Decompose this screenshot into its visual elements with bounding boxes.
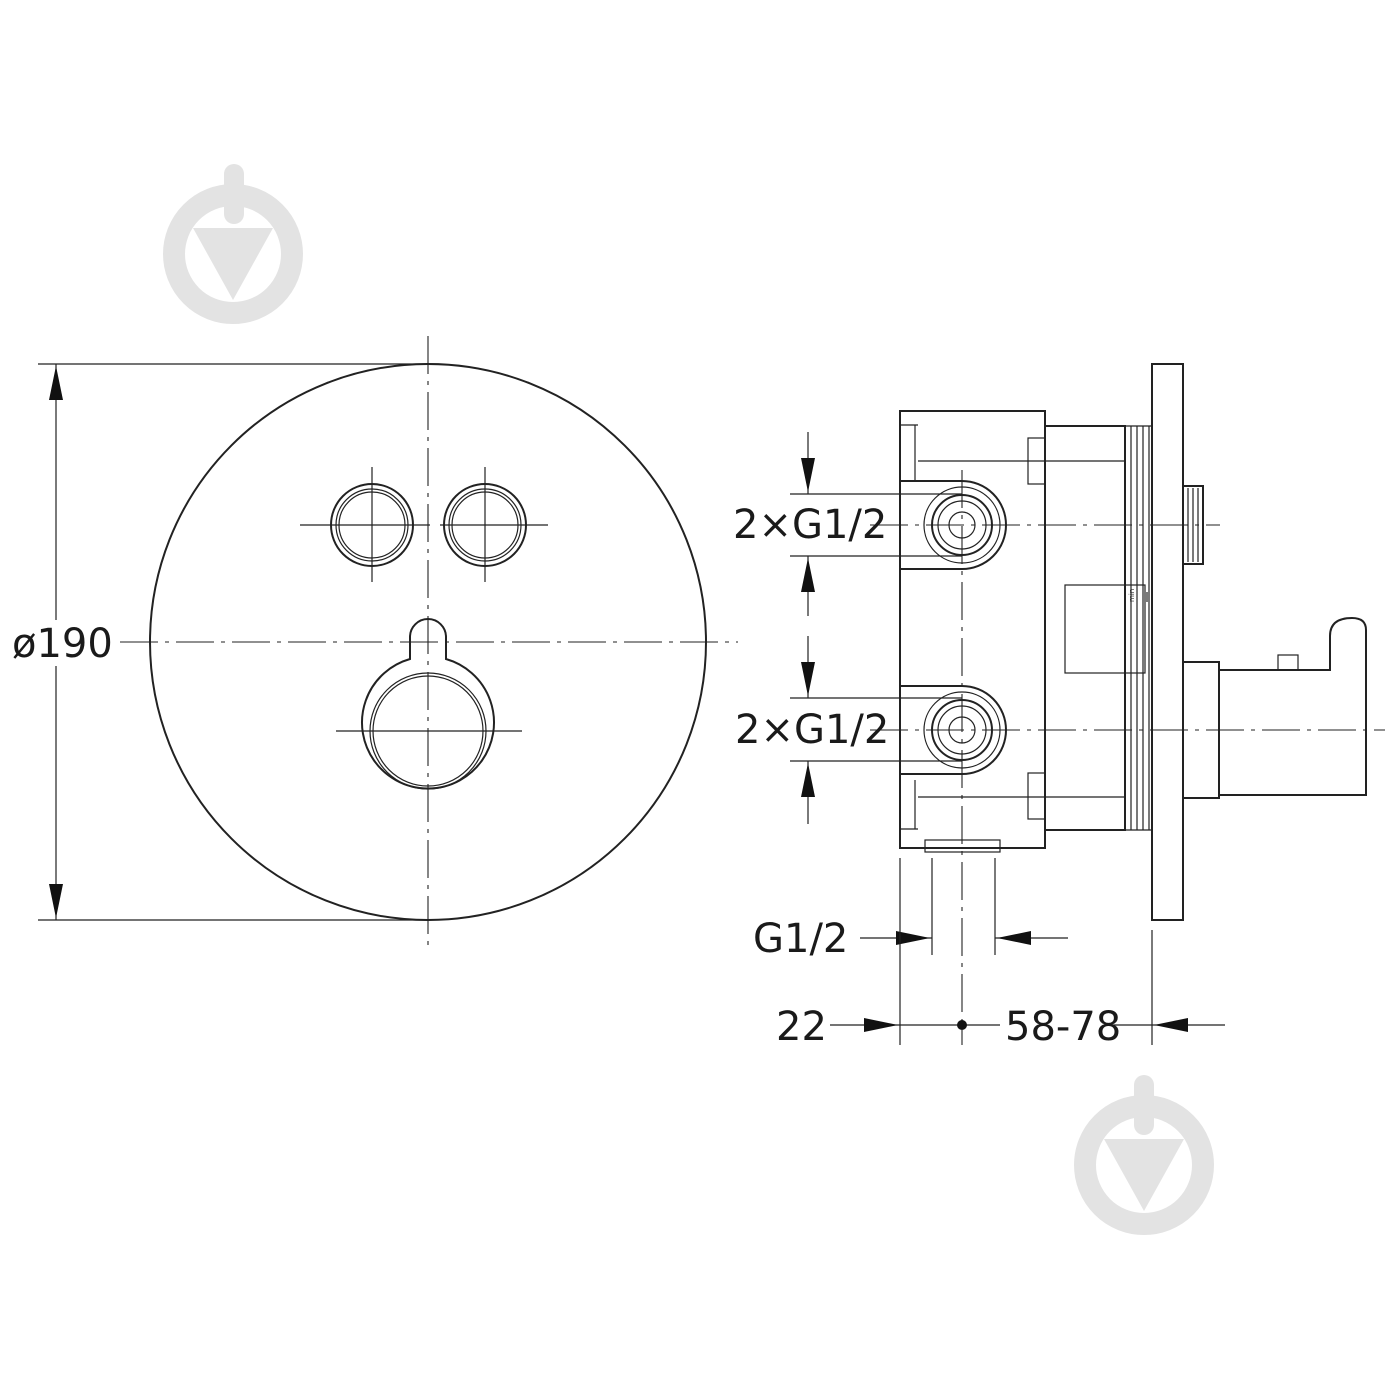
front-view: ø190 [10,336,738,950]
diameter-dimension: ø190 [10,363,428,921]
diameter-label: ø190 [12,621,113,667]
outlet-dimension-upper: 2×G1/2 [733,432,962,616]
depth-front-label: 22 [776,1004,827,1050]
outlet-dimension-lower: 2×G1/2 [735,636,962,824]
threaded-sleeve [1124,425,1152,831]
depth-range-label: 58-78 [1005,1004,1121,1050]
handle-profile [1182,616,1367,799]
side-view: min [733,363,1385,1050]
cover-plate-edge [1151,363,1184,921]
valve-body [899,410,1046,849]
thermostat-knob [336,618,522,790]
outlet-label-lower: 2×G1/2 [735,707,889,753]
watermark-logo-top [163,164,303,324]
push-button-left [300,467,430,582]
min-mark: min [1128,589,1136,602]
depth-dimension: 22 58-78 [776,858,1225,1050]
watermark-logo-bottom [1074,1075,1214,1235]
push-button-right [440,467,548,582]
outlet-label-upper: 2×G1/2 [733,502,887,548]
inlet-dimension: G1/2 [753,858,1068,962]
inlet-label: G1/2 [753,916,848,962]
